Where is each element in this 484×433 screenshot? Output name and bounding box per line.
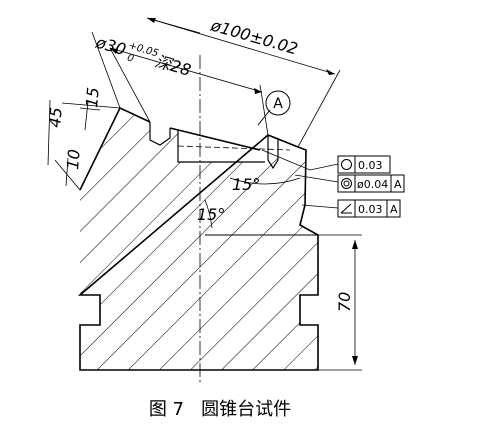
height-10-label: 10	[63, 148, 84, 170]
concentricity-icon	[341, 178, 352, 189]
circularity-value: 0.03	[358, 159, 383, 172]
tolerance-frame-angularity: 0.03 A	[337, 199, 401, 218]
hidden-line	[177, 145, 291, 151]
leader-lines	[261, 149, 339, 209]
angularity-icon	[340, 203, 352, 214]
tolerance-frame-concentricity: ø0.04 A	[337, 174, 405, 193]
height-45-label: 45	[45, 106, 66, 128]
concentricity-value: ø0.04	[357, 178, 388, 191]
hole-diameter-label: ø30	[93, 32, 128, 59]
figure-caption: 图 7 圆锥台试件	[149, 399, 291, 420]
circularity-icon	[341, 159, 352, 170]
tolerance-frame-circularity: 0.03	[337, 155, 391, 174]
angle-label-2: 15°	[197, 205, 225, 224]
hole-left	[149, 122, 171, 146]
height-15-label: 15	[82, 86, 103, 108]
concentricity-datum: A	[394, 178, 402, 191]
part-body	[77, 106, 319, 371]
hole-depth-label: 深28	[153, 52, 193, 80]
datum-label: A	[273, 96, 283, 112]
dimension-lines	[47, 17, 362, 371]
cone-recess	[177, 130, 265, 163]
arrow-heads	[110, 18, 358, 365]
hole-right	[267, 135, 279, 170]
angularity-datum: A	[390, 203, 398, 216]
height-70-label: 70	[335, 292, 354, 312]
overall-diameter-label: ø100±0.02	[208, 15, 300, 58]
hole-tol-lower: 0	[126, 53, 135, 65]
angularity-value: 0.03	[358, 203, 383, 216]
datum-marker: A	[257, 90, 291, 126]
angle-label-1: 15°	[232, 175, 260, 194]
section-hatch	[80, 108, 318, 370]
